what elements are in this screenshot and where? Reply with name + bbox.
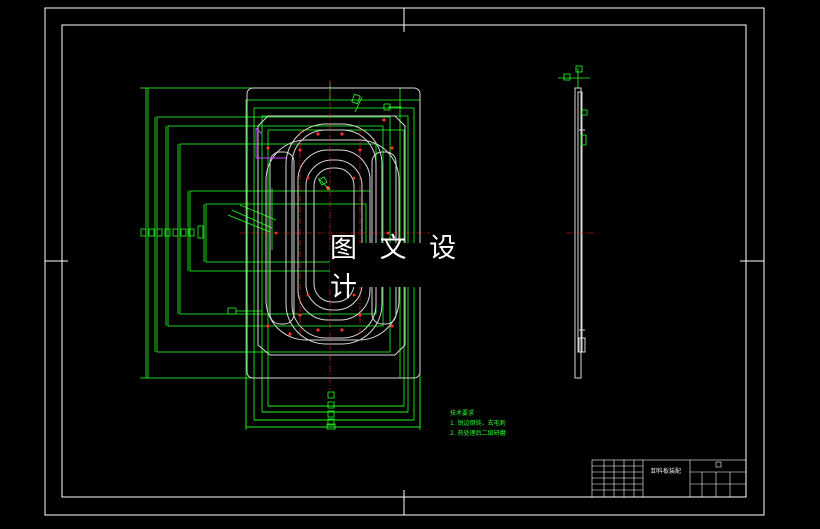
title-block-part-name: 卸料板装配: [651, 468, 682, 475]
notes-line-1: 1. 锐边倒钝，去毛刺: [450, 420, 506, 427]
watermark-label: 图 文 设 计: [330, 233, 504, 303]
title-block: [591, 459, 747, 498]
technical-notes: 技术要求 1. 锐边倒钝，去毛刺 2. 热处理后二级研磨: [450, 409, 506, 439]
section-leader: [255, 127, 286, 159]
notes-line-2: 2. 热处理后二级研磨: [450, 430, 506, 437]
side-view: [558, 65, 594, 379]
hole-markers: [266, 118, 394, 336]
center-lines: [240, 80, 430, 390]
centering-marks: [45, 8, 764, 515]
plan-view: [140, 80, 430, 430]
notes-heading: 技术要求: [450, 410, 475, 417]
